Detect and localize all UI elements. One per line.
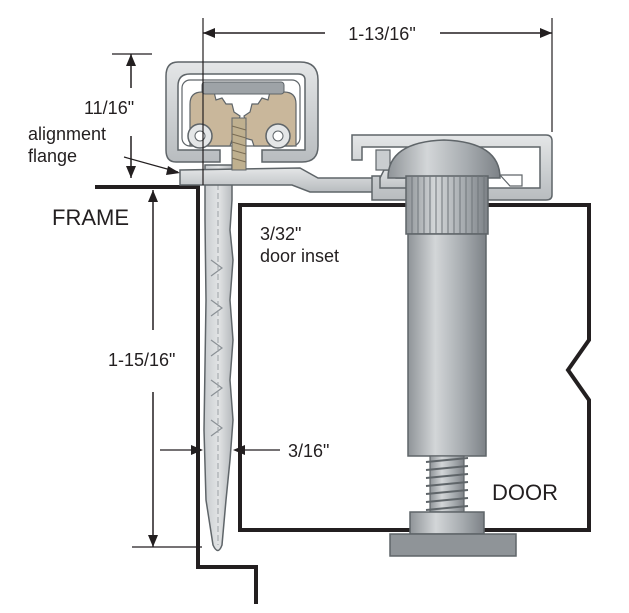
pin-head	[387, 139, 501, 179]
flange-label-line1: alignment	[28, 124, 106, 144]
pin-shaft	[407, 233, 487, 457]
top-bearing	[201, 81, 285, 95]
channel-lip	[375, 149, 391, 171]
leaf-serrations	[210, 259, 224, 437]
width-arrow-left	[203, 28, 215, 38]
pin-base	[389, 533, 517, 557]
thickness-dim-label: 3/16"	[288, 441, 329, 461]
right-knuckle-core	[272, 130, 284, 142]
inset-label-line2: door inset	[260, 246, 339, 266]
pin-knurling	[411, 176, 485, 234]
thickness-arrow-left	[191, 445, 203, 455]
channel-notch	[498, 174, 523, 187]
pin-thread	[429, 455, 465, 513]
pin-nut	[409, 511, 485, 535]
center-screw-threads	[231, 125, 247, 163]
leaf-dim-label: 1-15/16"	[108, 350, 175, 370]
inset-label-line1: 3/32"	[260, 224, 301, 244]
leaf-arrow-bottom	[148, 535, 158, 547]
door-label: DOOR	[492, 480, 558, 505]
height-arrow-top	[126, 54, 136, 66]
height-arrow-bottom	[126, 166, 136, 178]
leaf-arrow-top	[148, 190, 158, 202]
height-dim-label: 11/16"	[84, 98, 134, 118]
hinge-cap	[165, 61, 319, 163]
frame-label: FRAME	[52, 205, 129, 230]
thickness-arrow-right	[233, 445, 245, 455]
flange-label-line2: flange	[28, 146, 77, 166]
pin-thread-lines	[425, 457, 469, 511]
width-arrow-right	[540, 28, 552, 38]
width-dim-label: 1-13/16"	[348, 24, 415, 44]
frame-outline	[95, 185, 258, 604]
flange-arrow	[166, 166, 180, 175]
pin-collar	[405, 175, 489, 235]
